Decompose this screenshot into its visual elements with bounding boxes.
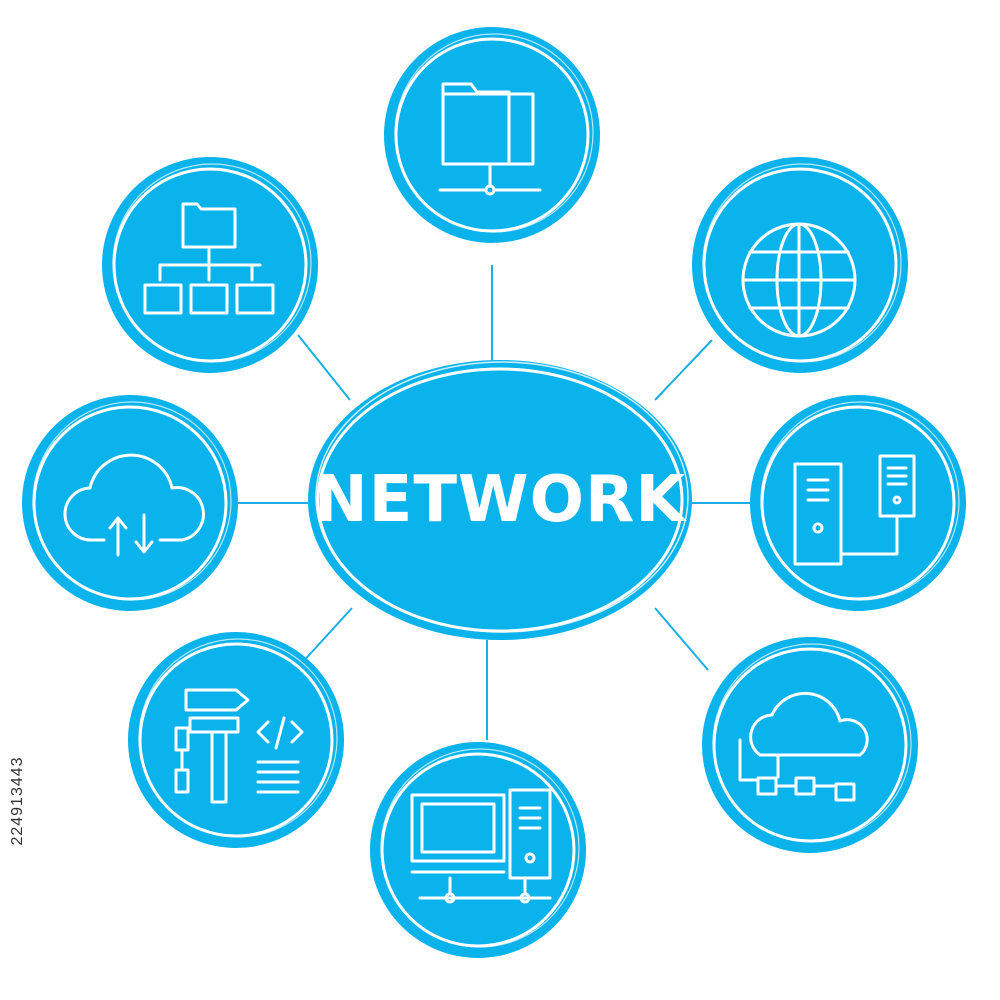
connector-globe <box>654 339 713 401</box>
desktop-computer-icon <box>410 788 552 904</box>
shared-folder-icon <box>438 82 542 196</box>
stock-image-id: 224913443 <box>9 756 26 846</box>
development-tools-icon <box>174 688 304 804</box>
connector-cloud-network <box>654 607 709 671</box>
connector-folder-hierarchy <box>297 334 351 401</box>
node-cloud-sync[interactable] <box>22 395 238 611</box>
cloud-network-icon <box>738 691 869 802</box>
center-node[interactable] <box>308 360 692 640</box>
node-globe[interactable] <box>692 157 908 373</box>
node-development-tools[interactable] <box>128 632 344 848</box>
servers-icon <box>793 454 916 566</box>
node-shared-folder[interactable] <box>384 27 600 243</box>
globe-icon <box>741 222 857 338</box>
center-title: NETWORK <box>314 463 686 537</box>
cloud-sync-icon <box>63 453 205 557</box>
folder-hierarchy-icon <box>143 202 275 315</box>
node-servers[interactable] <box>750 395 966 611</box>
connectors <box>237 265 752 740</box>
node-folder-hierarchy[interactable] <box>102 157 318 373</box>
connector-dev-tools <box>299 607 353 666</box>
node-desktop-computer[interactable] <box>370 742 586 958</box>
node-cloud-network[interactable] <box>702 637 918 853</box>
